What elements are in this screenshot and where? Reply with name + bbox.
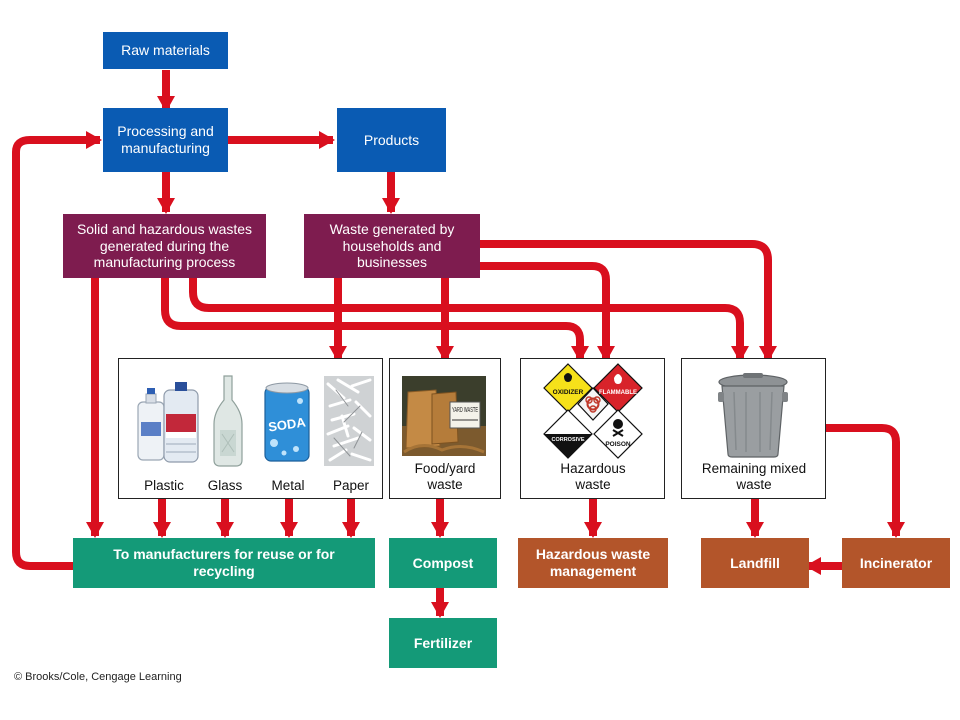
- arrow-solid-waste-to-hazardous: [161, 278, 589, 362]
- arrow-solid-waste-to-mixed: [189, 278, 749, 362]
- glass-bottle-image: [213, 375, 243, 467]
- compost-box: Compost: [389, 538, 497, 588]
- incinerator-box: Incinerator: [842, 538, 950, 588]
- soda-can-label: SODA: [267, 414, 307, 434]
- metal-soda-can-image: SODA: [264, 382, 310, 462]
- reuse-recycling-box: To manufacturers for reuse or for recycl…: [73, 538, 375, 588]
- garbage-can-icon: [718, 373, 788, 458]
- arrow-household-to-hazardous: [480, 262, 615, 362]
- yard-waste-sign-text: YARD WASTE: [452, 407, 478, 414]
- household-waste-box: Waste generated by households and busine…: [304, 214, 480, 278]
- hazardous-panel: [520, 358, 665, 499]
- arrow-household-to-mixed: [480, 240, 777, 362]
- copyright-notice: © Brooks/Cole, Cengage Learning: [14, 671, 182, 683]
- solid-hazardous-waste-box: Solid and hazardous wastes generated dur…: [63, 214, 266, 278]
- corrosive-sign-text: CORROSIVE: [551, 437, 584, 443]
- products-box: Products: [337, 108, 446, 172]
- poison-sign-text: POISON: [605, 441, 631, 448]
- metal-label: Metal: [271, 478, 305, 493]
- arrow-mixed-to-incinerator: [826, 424, 905, 538]
- plastic-label: Plastic: [144, 478, 184, 493]
- processing-box: Processing and manufacturing: [103, 108, 228, 172]
- hazardous-waste-label: Hazardous waste: [560, 461, 626, 493]
- flammable-sign-text: FLAMMABLE: [599, 390, 637, 396]
- plastic-bottles-image: [137, 382, 199, 463]
- glass-label: Glass: [207, 478, 243, 493]
- landfill-box: Landfill: [701, 538, 809, 588]
- shredded-paper-image: [324, 376, 374, 466]
- arrow-recycle-loop: [12, 131, 102, 570]
- hazardous-management-box: Hazardous waste management: [518, 538, 668, 588]
- hazard-signs-image: OXIDIZER FLAMMABLE CORROSIVE POISON: [543, 363, 643, 459]
- oxidizer-sign-text: OXIDIZER: [553, 389, 584, 396]
- food-yard-label: Food/yard waste: [414, 461, 476, 493]
- yard-waste-bags-image: YARD WASTE: [402, 376, 486, 456]
- fertilizer-box: Fertilizer: [389, 618, 497, 668]
- mixed-waste-label: Remaining mixed waste: [701, 461, 807, 493]
- paper-label: Paper: [332, 478, 370, 493]
- raw-materials-box: Raw materials: [103, 32, 228, 69]
